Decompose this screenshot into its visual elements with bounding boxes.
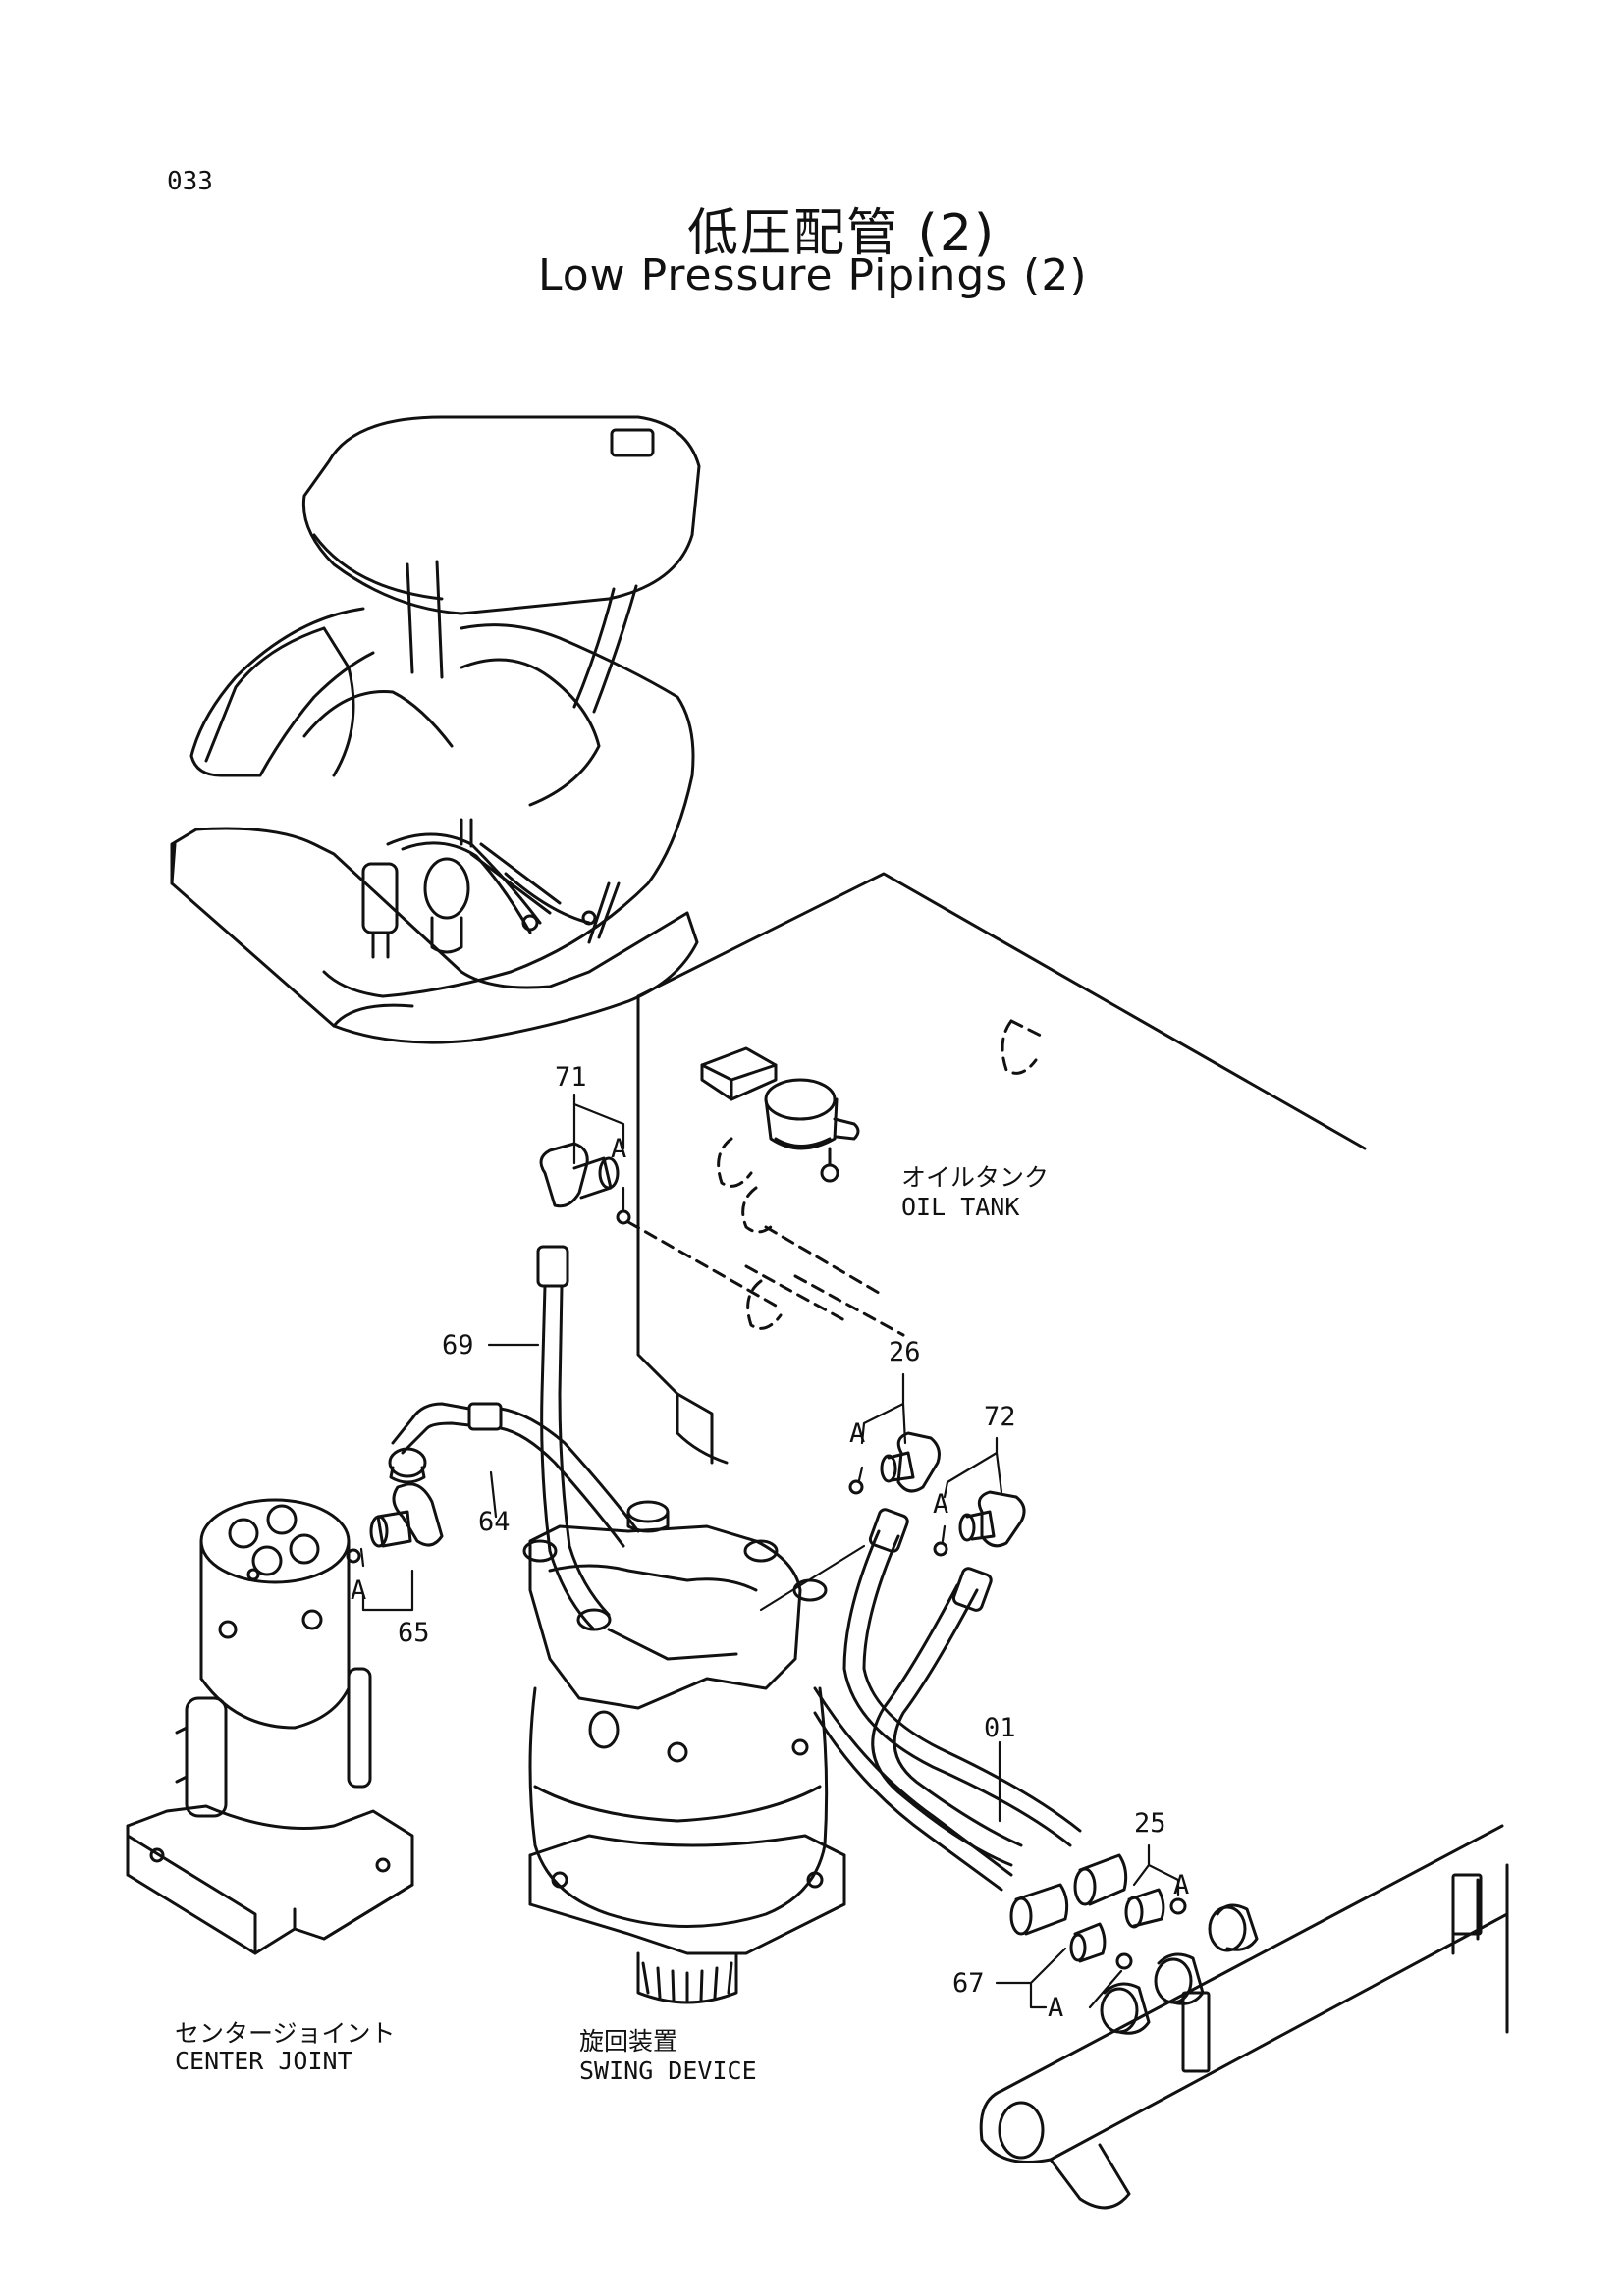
- page-number: 033: [167, 167, 213, 196]
- control-valve-illustration: [979, 1824, 1509, 2210]
- ref-marker-a-71: A: [611, 1134, 627, 1164]
- page-title-japanese: 低圧配管 (2): [687, 204, 997, 263]
- oil-tank-label-jp: オイルタンク: [901, 1163, 1050, 1192]
- oil-tank-label-en: OIL TANK: [901, 1193, 1020, 1221]
- part-number-71: 71: [555, 1062, 587, 1093]
- part-number-01: 01: [984, 1713, 1016, 1743]
- ref-marker-a-65: A: [351, 1575, 367, 1606]
- part-number-72: 72: [984, 1402, 1016, 1432]
- ref-marker-a-25: A: [1173, 1870, 1190, 1900]
- swing-device-label-jp: 旋回装置: [579, 2027, 678, 2056]
- swing-device-label-en: SWING DEVICE: [579, 2056, 757, 2085]
- elbow-72-illustration: [933, 1490, 1026, 1612]
- part-number-65: 65: [398, 1618, 430, 1648]
- center-joint-label-en: CENTER JOINT: [175, 2047, 352, 2075]
- center-joint-illustration: [126, 1498, 414, 1955]
- elbow-65-illustration: [346, 1482, 444, 1564]
- fittings-25-67-illustration: [1009, 1853, 1187, 1970]
- hose-01-illustration: [813, 1529, 1082, 1892]
- ref-marker-a-26: A: [849, 1418, 866, 1449]
- swing-device-illustration: [522, 1500, 846, 2004]
- part-number-26: 26: [889, 1337, 921, 1367]
- ref-marker-a-67: A: [1048, 1993, 1064, 2023]
- machine-overview-illustration: [170, 415, 701, 1044]
- elbow-26-illustration: [848, 1431, 941, 1553]
- oil-tank-illustration: [626, 872, 1367, 1465]
- hose-64-illustration: [388, 1402, 640, 1548]
- part-number-64: 64: [478, 1507, 511, 1537]
- page-title-english: Low Pressure Pipings (2): [538, 250, 1088, 300]
- part-number-69: 69: [442, 1330, 474, 1361]
- callout-leader-lines: [359, 1093, 1180, 2009]
- ref-marker-a-72: A: [933, 1489, 949, 1520]
- part-number-67: 67: [952, 1968, 985, 1999]
- part-number-25: 25: [1134, 1808, 1166, 1839]
- center-joint-label-jp: センタージョイント: [175, 2019, 396, 2048]
